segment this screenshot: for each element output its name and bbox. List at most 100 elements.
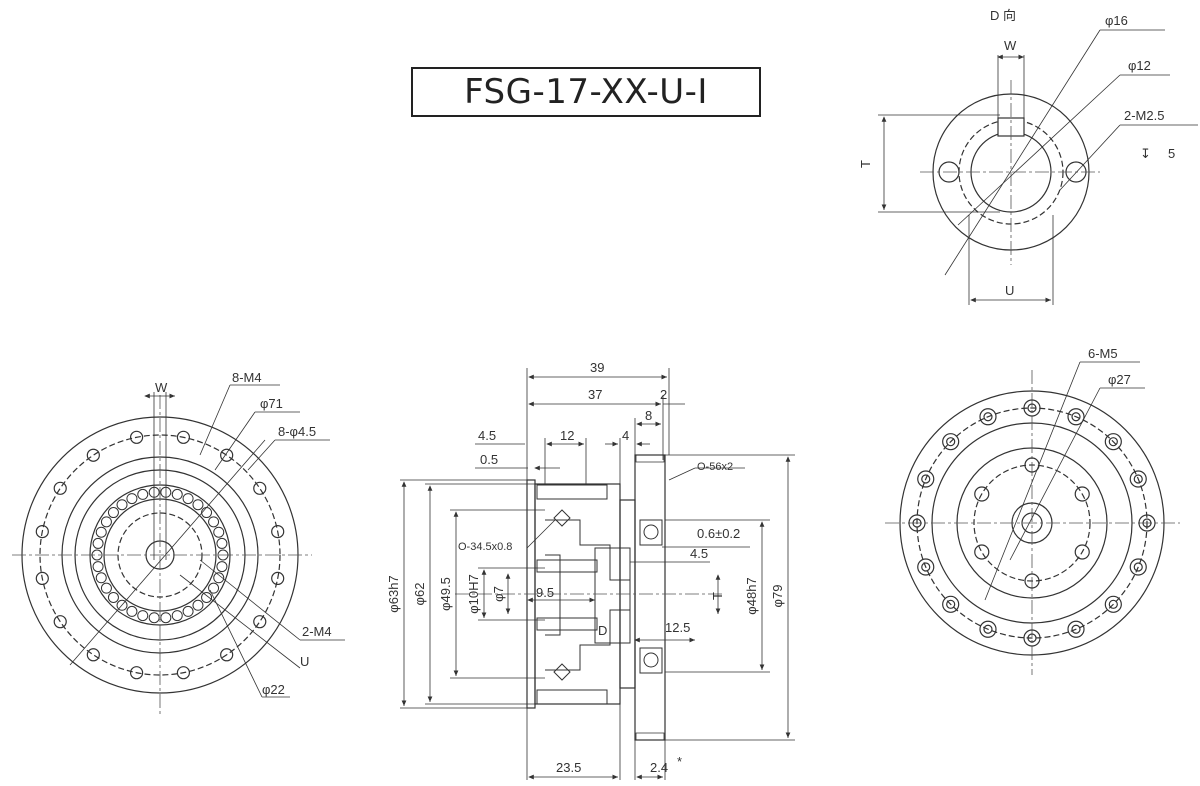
bearing-ball: [182, 605, 194, 617]
bearing-ball: [92, 537, 104, 549]
dim-12: 12: [560, 428, 574, 443]
bolt-socket: [1108, 437, 1118, 447]
bolt-head: [1023, 629, 1041, 647]
dim-phi79: φ79: [770, 585, 785, 608]
input-flange: [634, 454, 666, 741]
top-right-labels: D 向 W T U φ16 φ12 2-M2.5 ↧ 5: [858, 8, 1175, 298]
bolt-head: [917, 558, 935, 576]
dim-4-5b: 4.5: [690, 546, 708, 561]
label-8-m4: 8-M4: [232, 370, 262, 385]
bearing-ball: [160, 486, 172, 498]
bearing-ball: [171, 610, 183, 622]
bolt-mid-top: [536, 559, 598, 573]
bearing-ball: [91, 549, 103, 561]
bearing-ball: [208, 516, 220, 528]
bolt-socket: [983, 624, 993, 634]
dim-2-4: 2.4: [650, 760, 668, 775]
bearing-ball: [192, 499, 204, 511]
bearing-ball: [182, 493, 194, 505]
label-2-m4: 2-M4: [302, 624, 332, 639]
dim-0-6: 0.6±0.2: [697, 526, 740, 541]
bearing-ball: [216, 537, 228, 549]
bolt-socket: [946, 437, 956, 447]
left-flange-holes: [35, 430, 285, 680]
bearing-ball: [116, 499, 128, 511]
right-flange-holes: [908, 399, 1156, 647]
bolt-socket: [1133, 474, 1143, 484]
bearing-ball: [216, 561, 228, 573]
flange-hole: [53, 615, 67, 629]
right-view-labels: 6-M5 φ27: [1088, 346, 1131, 387]
bolt-socket: [1027, 633, 1037, 643]
bearing-ball: [148, 486, 160, 498]
bolt-socket: [983, 412, 993, 422]
flange-hole: [253, 481, 267, 495]
dim-4: 4: [622, 428, 629, 443]
flange-hole: [220, 448, 234, 462]
section-view: [400, 368, 795, 780]
flange-hole: [271, 524, 285, 539]
bearing-ball: [217, 549, 229, 561]
bolt-head: [908, 514, 926, 532]
left-bearing-balls: [91, 486, 229, 624]
flange-hole: [129, 430, 144, 444]
bolt-head: [979, 620, 997, 638]
bolt-head: [1067, 620, 1085, 638]
label-d71: φ71: [260, 396, 283, 411]
bearing-ball: [95, 526, 107, 538]
label-u: U: [1005, 283, 1014, 298]
wave-generator: [594, 547, 631, 644]
label-d27: φ27: [1108, 372, 1131, 387]
bearing-ball: [107, 591, 119, 603]
flange-hole: [253, 615, 267, 629]
flange-hole: [271, 571, 285, 586]
flange-hole: [86, 648, 100, 662]
bolt-head: [942, 595, 960, 613]
bearing-ball: [201, 591, 213, 603]
flange-hole: [220, 648, 234, 662]
label-t-section: T: [710, 592, 725, 600]
dim-12-5: 12.5: [665, 620, 690, 635]
section-view-labels: 39 37 2 8 4.5 12 4 0.5 O-56x2 O-34.5x0.8…: [386, 360, 785, 775]
dim-phi48: φ48h7: [744, 577, 759, 614]
bolt-head: [942, 433, 960, 451]
label-t: T: [858, 160, 873, 168]
left-view-labels: W 8-M4 φ71 8-φ4.5 2-M4 U φ22: [155, 370, 332, 697]
bolt-socket: [1071, 624, 1081, 634]
o-ring-56: O-56x2: [697, 461, 733, 473]
dim-star: *: [677, 754, 682, 769]
dim-phi63: φ63h7: [386, 575, 401, 612]
label-w-left: W: [155, 380, 168, 395]
bolt-socket: [921, 474, 931, 484]
right-end-view: [885, 361, 1180, 675]
bolt-socket: [921, 562, 931, 572]
bearing-ball: [213, 572, 225, 584]
bolt-mid-bottom: [536, 617, 598, 631]
depth-symbol: ↧: [1140, 146, 1151, 161]
bearing-top: [639, 519, 663, 546]
o-ring-34-5: O-34.5x0.8: [458, 541, 512, 553]
bearing-ball: [137, 488, 149, 500]
dim-8: 8: [645, 408, 652, 423]
bearing-ball: [160, 612, 172, 624]
bolt-socket: [912, 518, 922, 528]
label-depth: 5: [1168, 146, 1175, 161]
bearing-bottom: [639, 647, 663, 674]
view-label-d: D 向: [990, 8, 1016, 23]
label-u-left: U: [300, 654, 309, 669]
dim-0-5: 0.5: [480, 452, 498, 467]
label-d16: φ16: [1105, 13, 1128, 28]
bearing-ball: [107, 507, 119, 519]
tapped-hole-m5: [1074, 544, 1090, 560]
bearing-ball: [126, 493, 138, 505]
tapped-hole-m5: [1024, 457, 1040, 473]
flange-hole: [129, 666, 144, 680]
dim-9-5: 9.5: [536, 585, 554, 600]
bolt-head: [1129, 470, 1147, 488]
bolt-head: [917, 470, 935, 488]
bearing-ball: [208, 582, 220, 594]
label-d12: φ12: [1128, 58, 1151, 73]
label-8-d45: 8-φ4.5: [278, 424, 316, 439]
